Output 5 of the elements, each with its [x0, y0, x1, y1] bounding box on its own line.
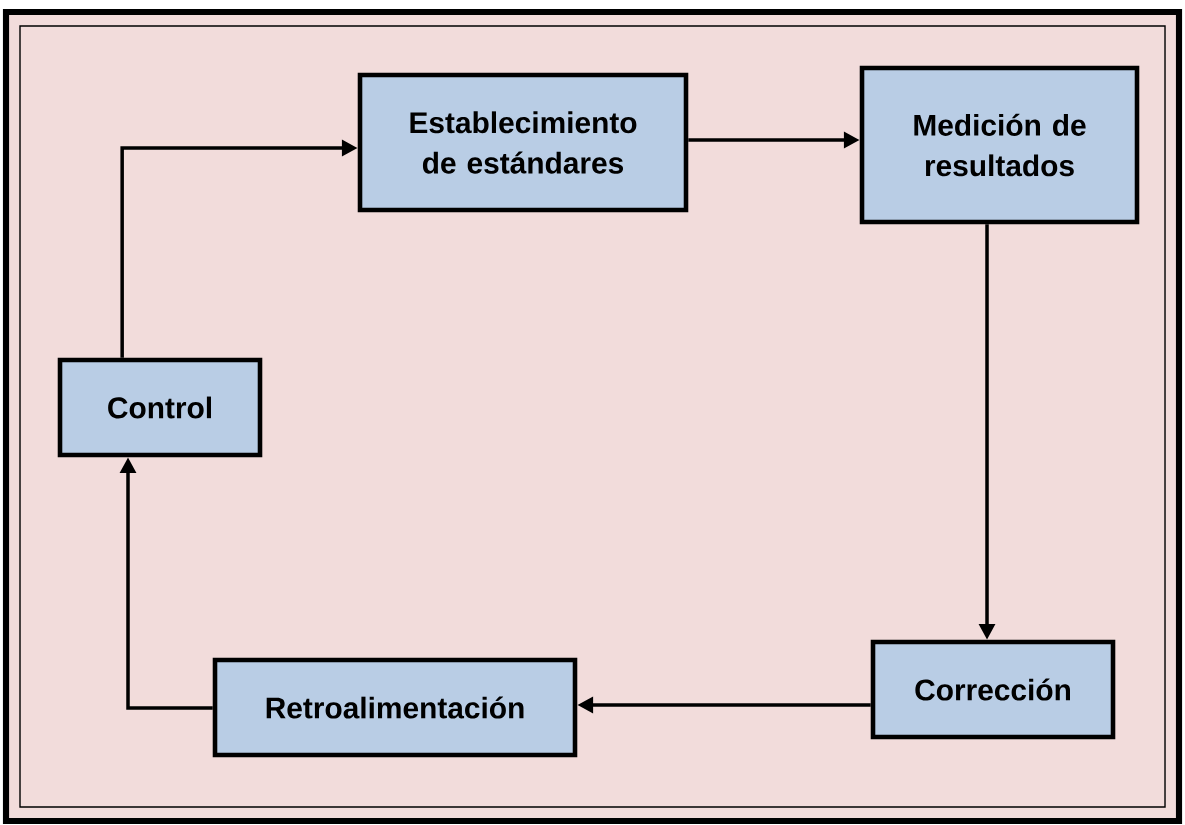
process-box: Medición de resultados	[859, 65, 1140, 225]
process-box: Retroalimentación	[212, 657, 578, 758]
process-box: Establecimiento de estándares	[357, 72, 689, 213]
process-box: Corrección	[870, 639, 1116, 740]
process-box: Control	[57, 357, 263, 458]
